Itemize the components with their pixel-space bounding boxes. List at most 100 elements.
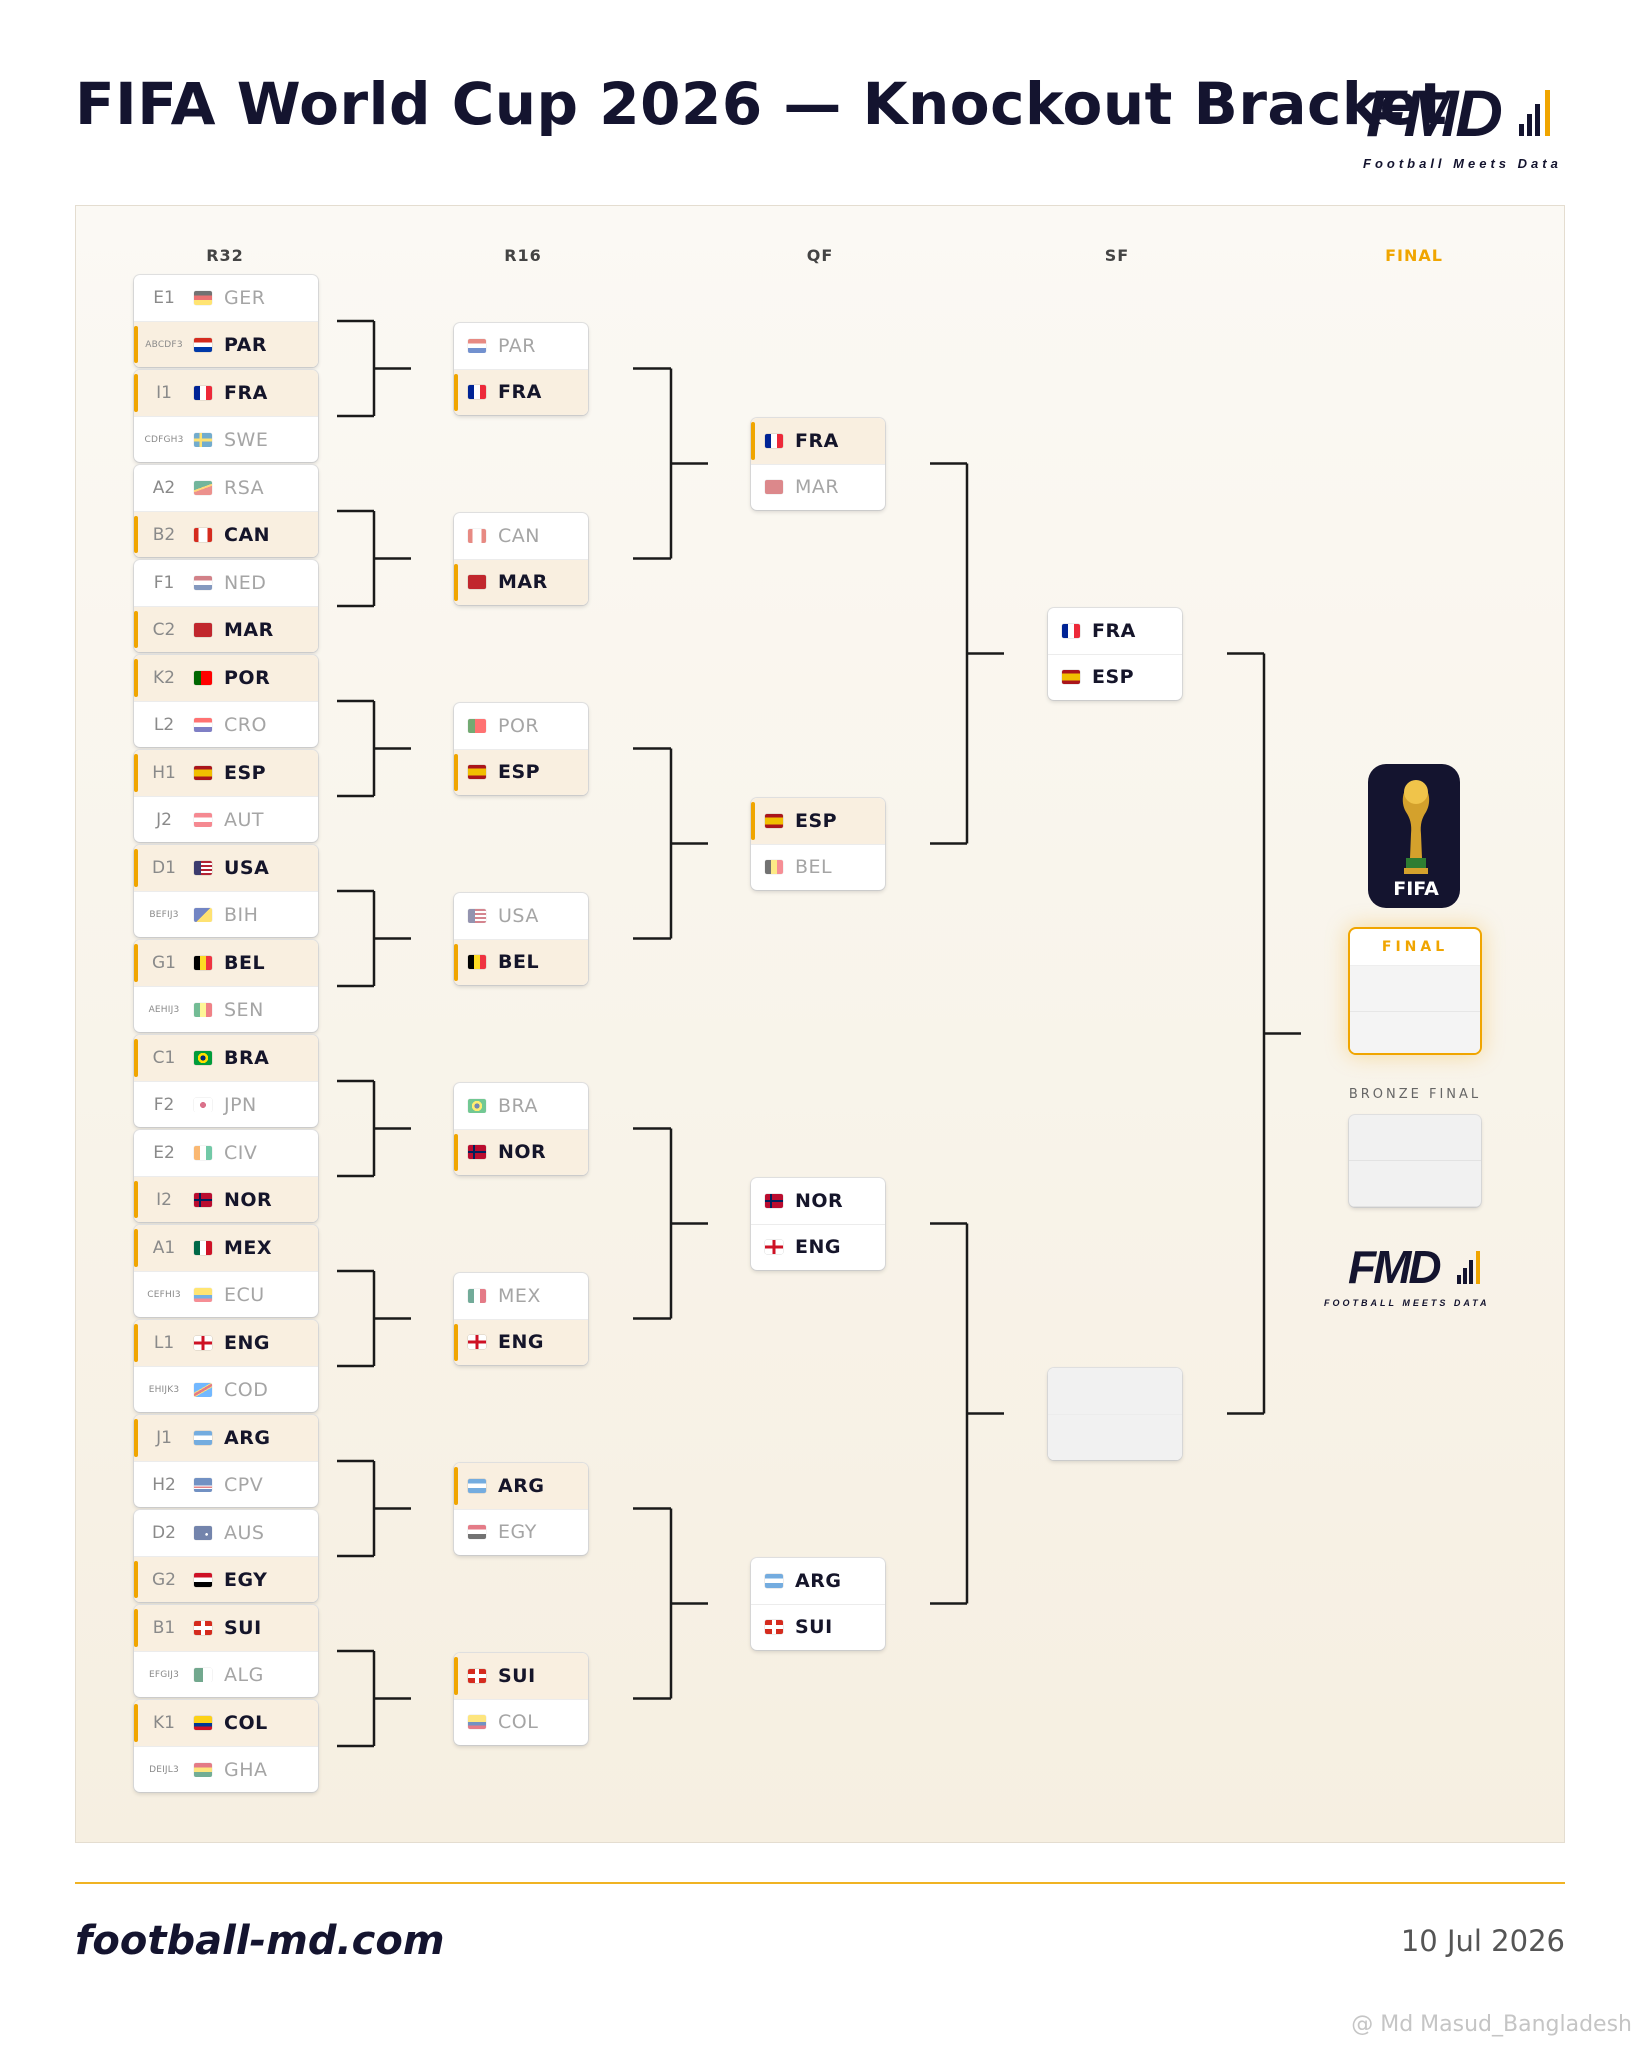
qf-team-row[interactable]: SUI [751,1603,885,1650]
final-match[interactable]: FINAL [1348,927,1482,1055]
qf-team-row[interactable]: FRA [751,417,885,464]
round-label-sf: SF [1104,246,1130,265]
r16-team-row[interactable]: NOR [454,1128,588,1175]
website-link[interactable]: football-md.com [75,1918,445,1964]
r16-team-row[interactable]: ESP [454,748,588,795]
r16-team-row[interactable]: ARG [454,1462,588,1509]
fmd-tagline: Football Meets Data [1363,156,1562,171]
sf-team-row[interactable]: FRA [1048,608,1182,654]
r16-team-row[interactable]: USA [454,893,588,939]
r16-team-row[interactable]: ENG [454,1318,588,1365]
r16-team-row[interactable]: CAN [454,513,588,559]
r16-team-row[interactable]: POR [454,703,588,749]
seed-label: F2 [153,1094,175,1115]
bronze-final-match[interactable] [1349,1115,1481,1207]
r16-team-row[interactable]: COL [454,1698,588,1745]
r16-team-row[interactable]: SUI [454,1652,588,1699]
sf-team-row[interactable]: ESP [1048,653,1182,700]
r16-team-row[interactable]: PAR [454,323,588,369]
bel-flag-icon [194,956,212,970]
r16-team-row[interactable]: BRA [454,1083,588,1129]
qf-team-row[interactable]: ARG [751,1558,885,1604]
qf-team-row[interactable]: MAR [751,463,885,510]
nor-flag-icon [765,1193,783,1208]
team-name: POR [224,667,271,689]
ger-flag-icon [194,291,212,305]
qf-team-row[interactable]: NOR [751,1178,885,1224]
r16-team-row[interactable]: MAR [454,558,588,605]
sf-match-2[interactable] [1048,1367,1182,1460]
sf-empty-slot [1048,1367,1182,1414]
r16-team-row[interactable]: BEL [454,938,588,985]
r16-team-row[interactable]: EGY [454,1508,588,1555]
cro-flag-icon [194,717,212,732]
qf-team-row[interactable]: ENG [751,1223,885,1270]
r16-team-row[interactable]: FRA [454,368,588,415]
qf-team-row[interactable]: ESP [751,797,885,844]
qf-team-row[interactable]: BEL [751,843,885,890]
r16-team-row[interactable]: MEX [454,1273,588,1319]
